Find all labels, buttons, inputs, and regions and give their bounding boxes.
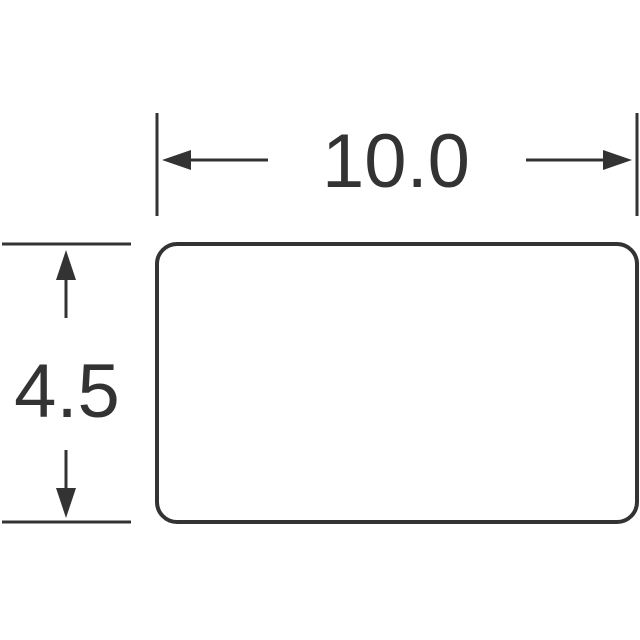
height-label: 4.5 (14, 349, 120, 434)
height-arrow-down-head (56, 488, 76, 518)
component-outline (155, 242, 639, 524)
width-label: 10.0 (322, 119, 470, 204)
width-arrow-right-head (603, 150, 632, 170)
width-arrow-left-head (162, 150, 191, 170)
height-arrow-up-head (56, 250, 76, 280)
